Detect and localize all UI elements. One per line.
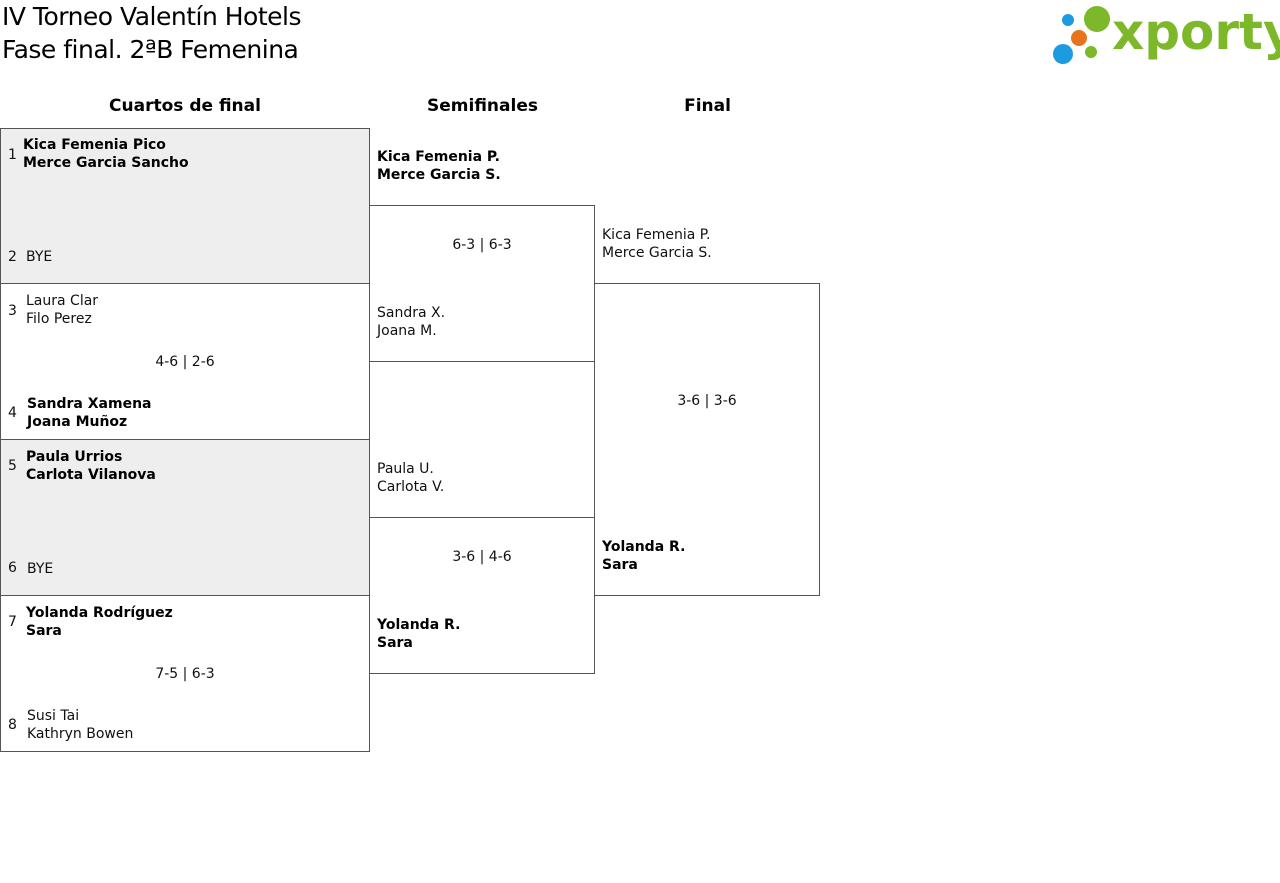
player-name: Paula Urrios <box>26 449 123 465</box>
team-entry: Paula Urrios Carlota Vilanova <box>26 448 156 484</box>
match-score: 4-6 | 2-6 <box>155 354 215 370</box>
phase-title: Fase final. 2ªB Femenina <box>2 35 299 64</box>
tournament-title: IV Torneo Valentín Hotels <box>2 2 302 31</box>
player-name: Merce Garcia S. <box>602 245 712 261</box>
player-name: Joana Muñoz <box>27 414 128 430</box>
team-entry: Sandra Xamena Joana Muñoz <box>27 395 151 431</box>
match-score: 7-5 | 6-3 <box>155 666 215 682</box>
team-entry: Kica Femenia Pico Merce Garcia Sancho <box>23 136 189 172</box>
semifinal-2-team-b: Yolanda R. Sara <box>377 616 460 652</box>
quarterfinal-match-2: 3 Laura Clar Filo Perez 4-6 | 2-6 4 Sand… <box>0 283 370 440</box>
final-match: 3-6 | 3-6 Yolanda R. Sara <box>594 283 820 596</box>
match-score: 3-6 | 4-6 <box>452 549 512 565</box>
quarterfinal-match-4: 7 Yolanda Rodríguez Sara 7-5 | 6-3 8 Sus… <box>0 595 370 752</box>
seed-number: 8 <box>8 717 17 733</box>
player-name: Kica Femenia Pico <box>23 137 166 153</box>
player-name: Sara <box>26 623 62 639</box>
player-name: BYE <box>26 249 53 265</box>
seed-number: 5 <box>8 458 17 474</box>
match-score: 3-6 | 3-6 <box>677 393 737 409</box>
player-name: Kica Femenia P. <box>602 227 711 243</box>
player-name: Sara <box>377 635 413 651</box>
team-entry: BYE <box>26 248 52 266</box>
player-name: Susi Tai <box>27 708 80 724</box>
team-entry: Susi Tai Kathryn Bowen <box>27 707 133 743</box>
player-name: BYE <box>27 561 54 577</box>
xporty-logo: xporty <box>1050 3 1280 68</box>
player-name: Sara <box>602 557 638 573</box>
logo-text: xporty <box>1112 3 1280 61</box>
player-name: Yolanda R. <box>602 539 686 555</box>
seed-number: 7 <box>8 614 17 630</box>
player-name: Joana M. <box>377 323 437 339</box>
player-name: Sandra X. <box>377 305 446 321</box>
semifinal-1-team-a: Kica Femenia P. Merce Garcia S. <box>377 148 501 184</box>
seed-number: 1 <box>8 147 17 163</box>
seed-number: 3 <box>8 303 17 319</box>
round-header-quarterfinals: Cuartos de final <box>109 96 261 116</box>
semifinal-match-2: 3-6 | 4-6 Yolanda R. Sara <box>369 517 595 674</box>
player-name: Carlota Vilanova <box>26 467 156 483</box>
player-name: Merce Garcia Sancho <box>23 155 189 171</box>
semifinal-match-1: 6-3 | 6-3 Sandra X. Joana M. <box>369 205 595 362</box>
player-name: Kica Femenia P. <box>377 149 500 165</box>
player-name: Sandra Xamena <box>27 396 152 412</box>
team-entry: Yolanda Rodríguez Sara <box>26 604 173 640</box>
player-name: Paula U. <box>377 461 434 477</box>
round-header-semifinals: Semifinales <box>427 96 538 116</box>
logo-dots-icon <box>1053 6 1110 64</box>
match-score: 6-3 | 6-3 <box>452 237 512 253</box>
player-name: Carlota V. <box>377 479 445 495</box>
seed-number: 2 <box>8 249 17 265</box>
semifinal-1-team-b: Sandra X. Joana M. <box>377 304 445 340</box>
semifinal-2-team-a: Paula U. Carlota V. <box>377 460 444 496</box>
player-name: Yolanda R. <box>377 617 461 633</box>
final-team-b: Yolanda R. Sara <box>602 538 685 574</box>
player-name: Merce Garcia S. <box>377 167 501 183</box>
player-name: Kathryn Bowen <box>27 726 134 742</box>
seed-number: 4 <box>8 405 17 421</box>
quarterfinal-match-1: 1 Kica Femenia Pico Merce Garcia Sancho … <box>0 128 370 284</box>
player-name: Yolanda Rodríguez <box>26 605 173 621</box>
team-entry: Laura Clar Filo Perez <box>26 292 98 328</box>
player-name: Laura Clar <box>26 293 99 309</box>
team-entry: BYE <box>27 560 53 578</box>
quarterfinal-match-3: 5 Paula Urrios Carlota Vilanova 6 BYE <box>0 439 370 596</box>
round-header-final: Final <box>684 96 731 116</box>
final-team-a: Kica Femenia P. Merce Garcia S. <box>602 226 712 262</box>
player-name: Filo Perez <box>26 311 92 327</box>
seed-number: 6 <box>8 560 17 576</box>
